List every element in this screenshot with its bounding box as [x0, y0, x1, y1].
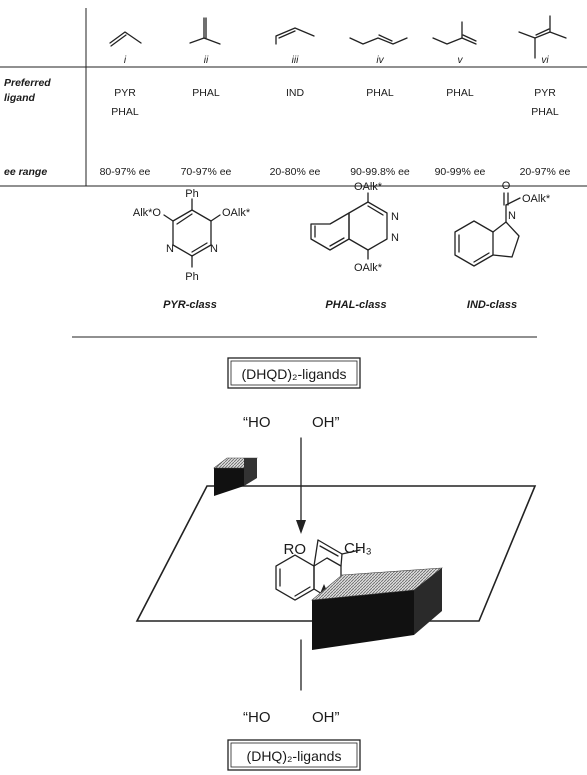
- top-arrow: [296, 437, 306, 534]
- top-left-block: [213, 457, 258, 496]
- column-label-v: v: [458, 55, 464, 66]
- phal-top-oalk: OAlk*: [354, 181, 383, 193]
- ind-caption: IND-class: [467, 299, 517, 311]
- alkene-i: [109, 31, 142, 44]
- ind-structure: O OAlk* N IND-class: [454, 180, 551, 311]
- phal-n1: N: [391, 211, 399, 223]
- table-cell: 90-99.8% ee: [350, 166, 410, 178]
- dhq-label: (DHQ)₂-ligands: [247, 748, 342, 764]
- ind-carbonyl-o: O: [502, 180, 511, 192]
- top-ho: “HO: [243, 414, 271, 431]
- table-cell: 80-97% ee: [100, 166, 151, 178]
- bottom-ho: “HO: [243, 709, 271, 726]
- pyr-structure: Ph Alk*O OAlk* N N Ph PYR-class: [133, 188, 251, 311]
- phal-caption: PHAL-class: [325, 299, 386, 311]
- substrate: RO CH₃: [275, 539, 372, 601]
- ind-n: N: [508, 210, 516, 222]
- table-cell: PHAL: [111, 106, 139, 118]
- pyr-bottom-ph: Ph: [185, 271, 198, 283]
- substrate-ro: RO: [284, 541, 307, 558]
- dhqd-label: (DHQD)₂-ligands: [241, 366, 346, 382]
- pyr-n-right: N: [210, 243, 218, 255]
- phal-n2: N: [391, 232, 399, 244]
- alkene-sketches: [109, 15, 567, 59]
- bottom-right-block: [311, 567, 443, 650]
- top-oh: OH”: [312, 414, 340, 431]
- substrate-ch3: CH₃: [344, 540, 372, 557]
- pyr-n-left: N: [166, 243, 174, 255]
- table-cell: PHAL: [366, 87, 394, 99]
- ind-ester: OAlk*: [522, 193, 551, 205]
- alkene-v: [432, 37, 477, 45]
- table-cell: PHAL: [192, 87, 220, 99]
- pyr-right-sub: OAlk*: [222, 207, 251, 219]
- table-cell: PYR: [534, 87, 556, 99]
- table-cell: PHAL: [446, 87, 474, 99]
- table-cell: PHAL: [531, 106, 559, 118]
- alkene-iii: [275, 27, 315, 45]
- phal-structure: OAlk* N N OAlk* PHAL-class: [310, 181, 399, 311]
- column-label-i: i: [124, 55, 127, 66]
- alkene-iv: [349, 37, 408, 45]
- column-label-vi: vi: [541, 55, 549, 66]
- pyr-top-ph: Ph: [185, 188, 198, 200]
- column-label-iii: iii: [292, 55, 299, 66]
- bottom-oh: OH”: [312, 709, 340, 726]
- table-grid: [0, 8, 587, 187]
- phal-bottom-oalk: OAlk*: [354, 262, 383, 274]
- pyr-left-sub: Alk*O: [133, 207, 162, 219]
- table-cell: 90-99% ee: [435, 166, 486, 178]
- row-label: ee range: [4, 166, 47, 178]
- table-cell: 20-80% ee: [270, 166, 321, 178]
- alkene-vi: [518, 31, 567, 39]
- column-label-iv: iv: [376, 55, 384, 66]
- pyr-caption: PYR-class: [163, 299, 217, 311]
- table-cell: IND: [286, 87, 305, 99]
- table-cell: 20-97% ee: [520, 166, 571, 178]
- table-body: Preferred ligand PYR PHAL PHAL IND PHAL PHAL PYR…: [4, 77, 571, 178]
- row-label: ligand: [4, 92, 36, 104]
- dhqd-box: (DHQD)₂-ligands: [227, 357, 361, 389]
- column-label-ii: ii: [204, 55, 209, 66]
- table-cell: PYR: [114, 87, 136, 99]
- dhq-box: (DHQ)₂-ligands: [227, 739, 361, 771]
- table-cell: 70-97% ee: [181, 166, 232, 178]
- row-label: Preferred: [4, 77, 51, 89]
- alkene-ii: [189, 37, 221, 45]
